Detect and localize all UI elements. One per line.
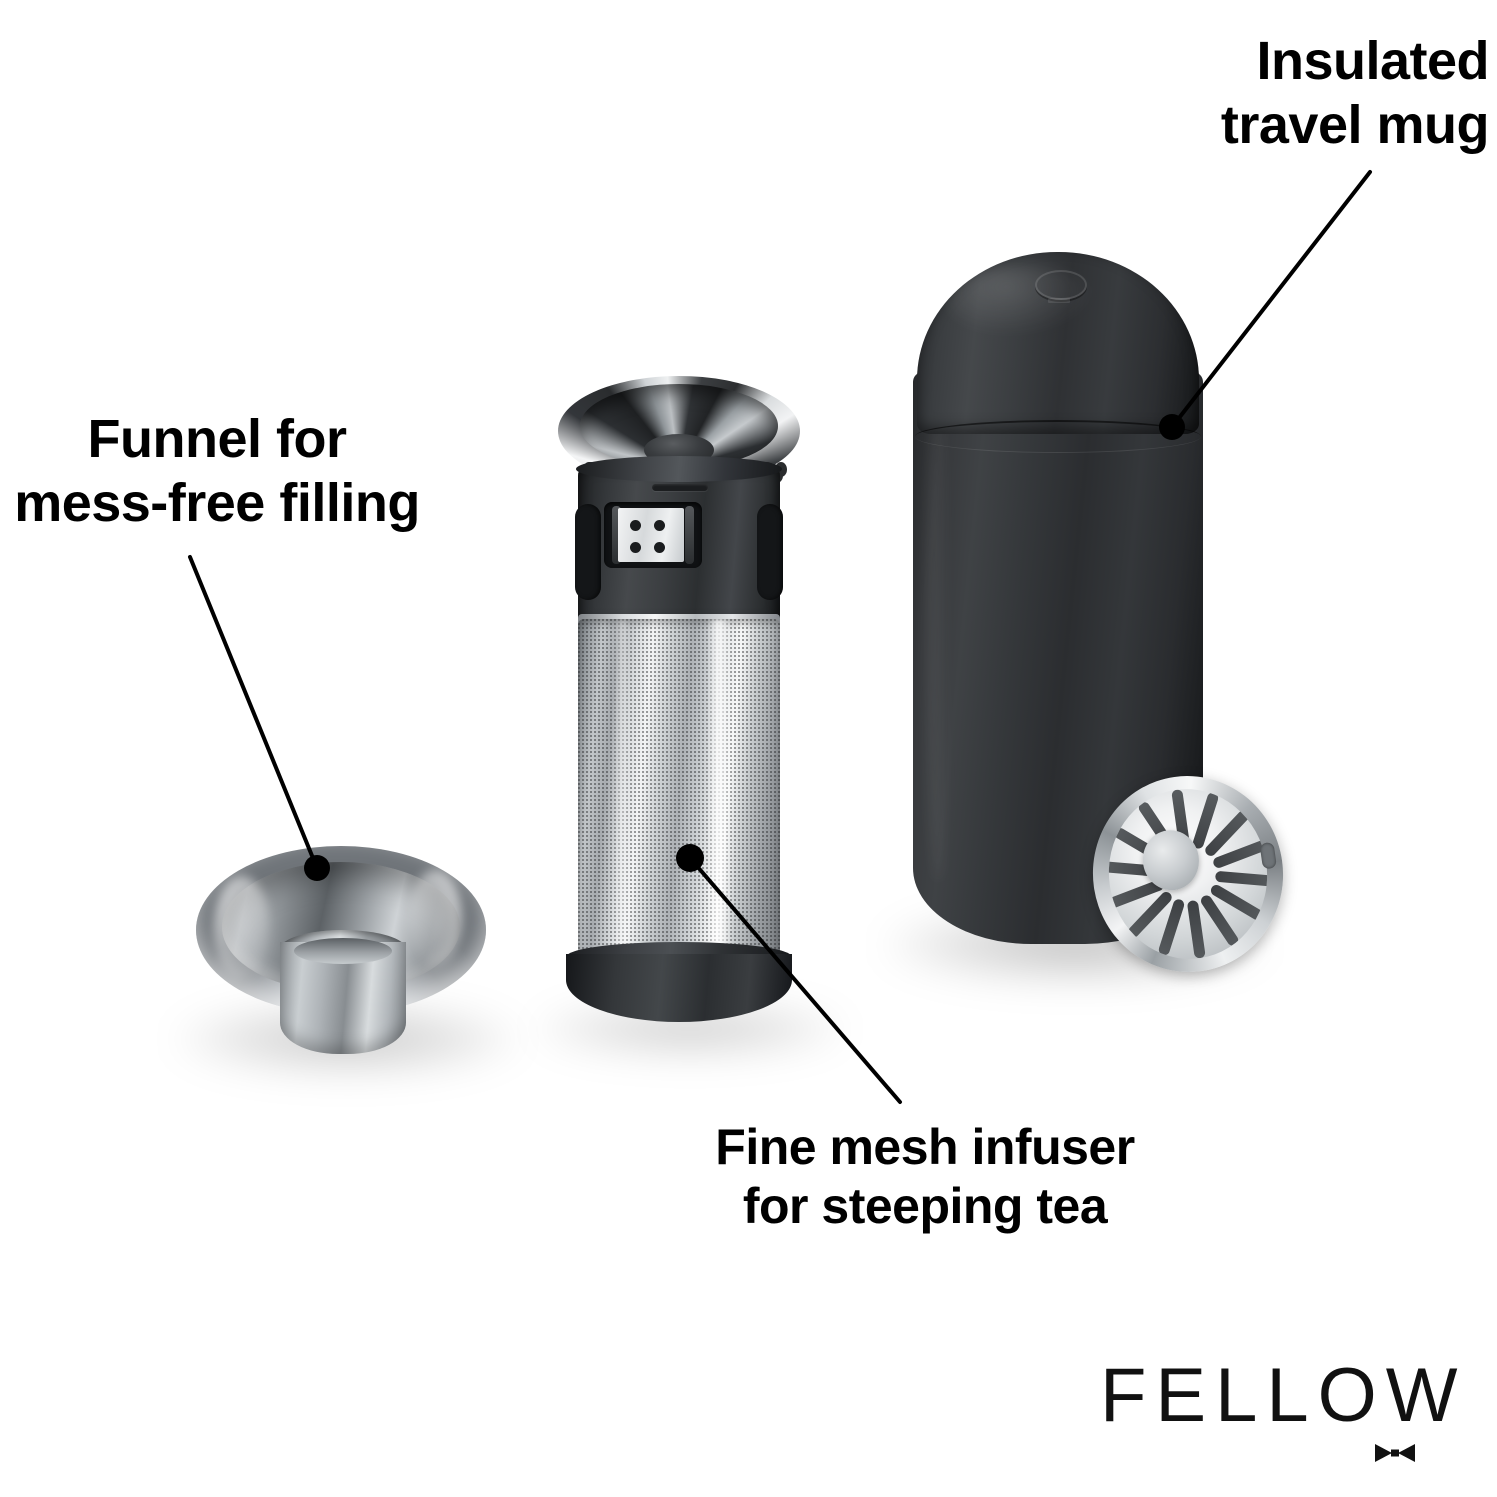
mug-edge-highlight: [927, 402, 949, 882]
callout-label-funnel: Funnel for mess-free filling: [14, 409, 420, 533]
funnel-product: [196, 846, 486, 1066]
infuser-plate-hole: [630, 542, 641, 553]
mug-lid-bowtie-icon: [1048, 298, 1070, 303]
leader-line-funnel: [188, 555, 319, 870]
callout-label-insulated-travel-mug: Insulated travel mug: [1220, 31, 1490, 155]
bowtie-icon: [1375, 1444, 1415, 1462]
infuser-plate-hole: [630, 520, 641, 531]
callout-label-fine-mesh-infuser: Fine mesh infuser for steeping tea: [715, 1119, 1135, 1234]
mug-lid: [917, 252, 1199, 434]
infuser-clip-left: [612, 506, 621, 564]
infuser-plate-hole: [654, 542, 665, 553]
infuser-mesh-cylinder: [578, 619, 780, 971]
mug-lid-seam: [915, 420, 1201, 453]
infuser-housing-cutout-left: [575, 504, 601, 600]
strainer-slot: [1214, 870, 1274, 887]
infuser-mesh-perforations: [578, 619, 780, 971]
infuser-perforated-plate: [618, 508, 684, 562]
funnel-highlight-left: [214, 876, 270, 980]
infuser-mesh-highlight-right: [706, 619, 732, 971]
infuser-plate-hole: [654, 520, 665, 531]
infuser-housing-cutout-right: [757, 504, 783, 600]
infuser-window: [604, 502, 702, 568]
infuser-vent-slot: [652, 484, 708, 491]
mug-lid-logo-icon: [1035, 270, 1087, 300]
strainer-lid-product: [1080, 763, 1296, 985]
fellow-brand-logo: FELLOW: [1100, 1358, 1492, 1468]
funnel-neck-opening: [294, 938, 392, 964]
funnel-highlight-right: [408, 870, 462, 966]
fellow-wordmark: FELLOW: [1100, 1353, 1467, 1438]
infuser-mesh-highlight-left: [614, 619, 630, 971]
infuser-clip-right: [685, 506, 694, 564]
infuser-housing-rim: [576, 456, 782, 482]
infuser-product: [548, 376, 810, 1036]
strainer-slot: [1186, 899, 1206, 959]
infuser-base: [566, 954, 792, 1022]
